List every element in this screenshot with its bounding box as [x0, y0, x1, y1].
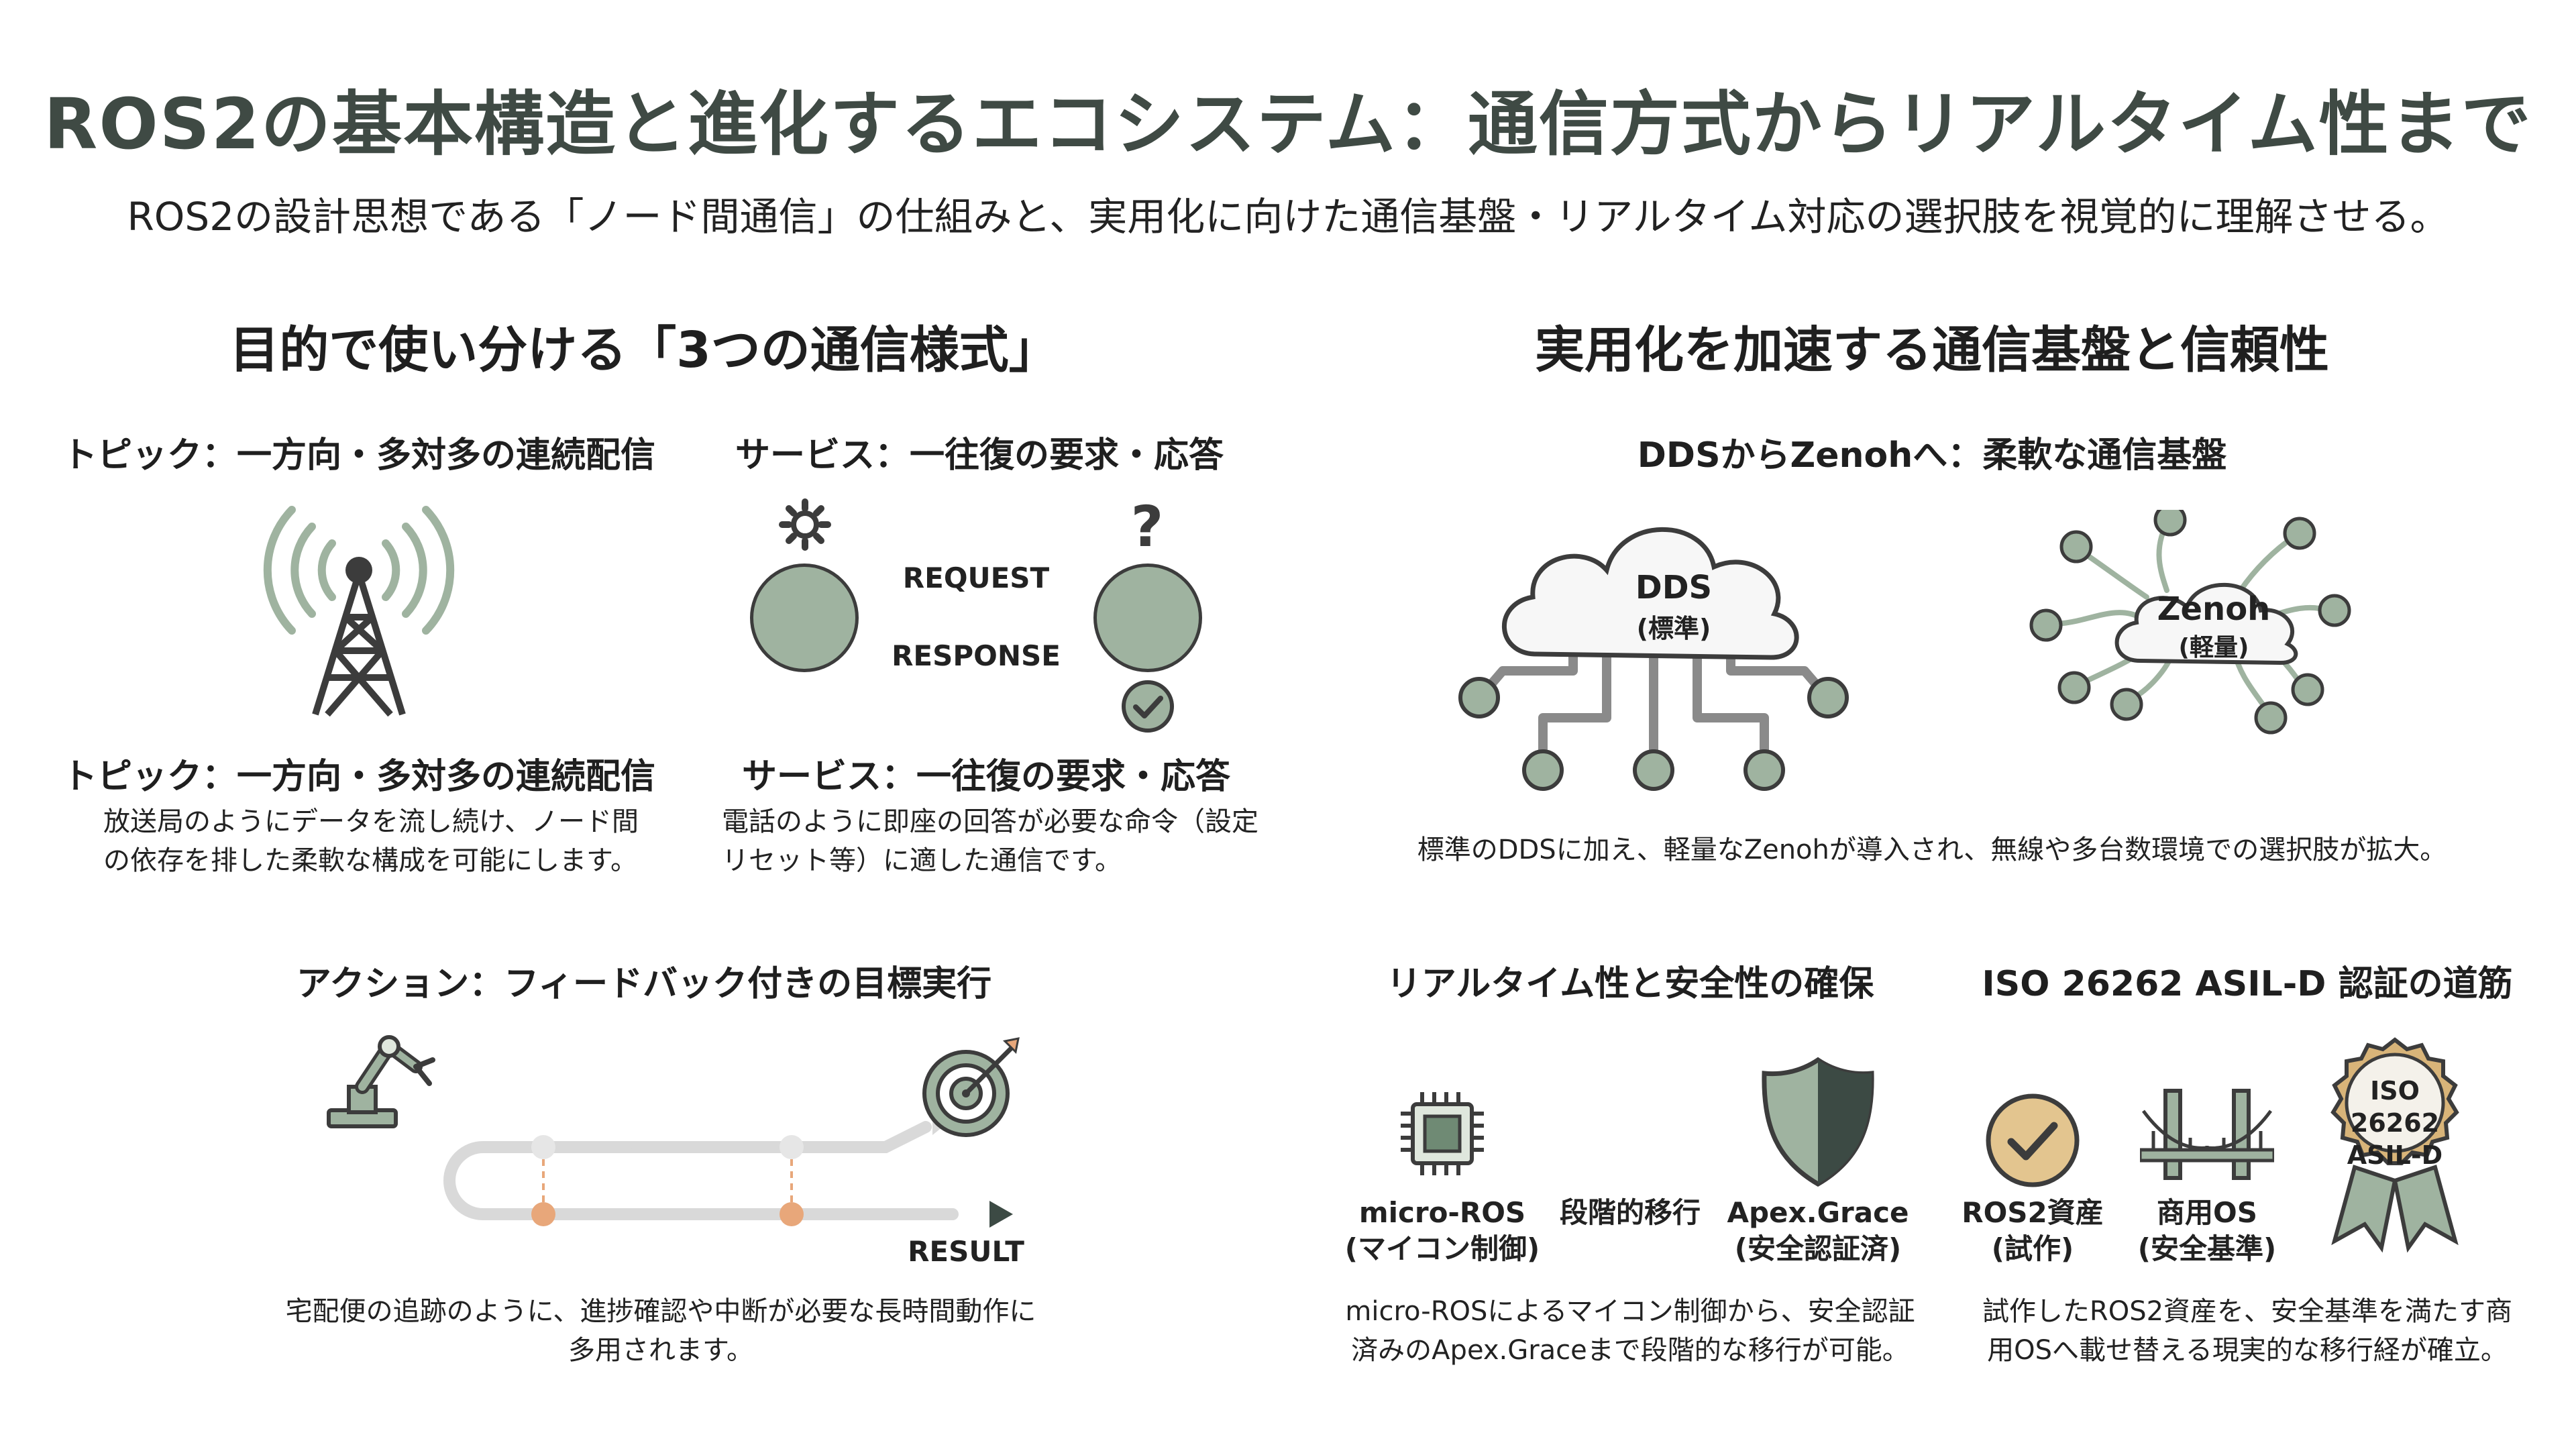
micro-ros-sub: (マイコン制御) — [1344, 1232, 1540, 1265]
antenna-tower-icon — [263, 506, 455, 717]
dds-section-title: DDSからZenohへ：柔軟な通信基盤 — [1637, 435, 2227, 476]
topic-desc-line1: 放送局のようにデータを流し続け、ノード間 — [103, 806, 639, 837]
service-desc-line1: 電話のように即座の回答が必要な命令（設定 — [722, 806, 1258, 837]
badge-line1: ISO — [2370, 1076, 2420, 1106]
micro-ros-label: micro-ROS — [1358, 1196, 1526, 1229]
question-mark-icon: ? — [1130, 494, 1164, 559]
microchip-icon — [1401, 1092, 1484, 1175]
topic-caption-title: トピック：一方向・多対多の連続配信 — [62, 757, 655, 797]
right-section-heading: 実用化を加速する通信基盤と信頼性 — [1535, 321, 2329, 379]
service-title: サービス：一往復の要求・応答 — [735, 435, 1224, 476]
badge-line3: ASIL-D — [2347, 1140, 2443, 1170]
zenoh-cloud-network — [2029, 510, 2351, 735]
action-title: アクション：フィードバック付きの目標実行 — [296, 964, 992, 1004]
shield-icon — [1762, 1057, 1874, 1187]
service-client-node — [750, 564, 859, 672]
ros2-asset-sub: (試作) — [1991, 1232, 2074, 1265]
commercial-os-sub: (安全基準) — [2137, 1232, 2277, 1265]
step-migration-label: 段階的移行 — [1559, 1196, 1701, 1229]
iso-title: ISO 26262 ASIL-D 認証の道筋 — [1982, 964, 2513, 1004]
dds-sub: (標準) — [1636, 614, 1711, 643]
zenoh-label: Zenoh — [2157, 590, 2271, 628]
page-title: ROS2の基本構造と進化するエコシステム：通信方式からリアルタイム性まで — [44, 83, 2532, 165]
target-icon — [922, 1037, 1020, 1137]
service-desc-line2: リセット等）に適した通信です。 — [722, 845, 1122, 876]
check-circle-icon — [1122, 680, 1174, 733]
badge-line2: 26262 — [2350, 1108, 2440, 1138]
iso-desc-line2: 用OSへ載せ替える現実的な移行経が確立。 — [1987, 1335, 2508, 1366]
action-desc-line2: 多用されます。 — [568, 1335, 753, 1366]
page-subtitle: ROS2の設計思想である「ノード間通信」の仕組みと、実用化に向けた通信基盤・リア… — [127, 194, 2449, 239]
gold-check-icon — [1986, 1093, 2080, 1187]
response-label: RESPONSE — [892, 639, 1061, 672]
robot-arm-icon — [327, 1035, 435, 1128]
dds-label: DDS — [1635, 569, 1713, 606]
request-label: REQUEST — [902, 561, 1050, 594]
dds-cloud-network — [1458, 527, 1849, 791]
iso-desc-line1: 試作したROS2資産を、安全基準を満たす商 — [1982, 1296, 2513, 1327]
bridge-icon — [2140, 1089, 2274, 1180]
realtime-title: リアルタイム性と安全性の確保 — [1386, 964, 1874, 1004]
zenoh-sub: (軽量) — [2178, 634, 2249, 661]
service-caption-title: サービス：一往復の要求・応答 — [741, 757, 1230, 797]
ros2-asset-label: ROS2資産 — [1962, 1196, 2104, 1229]
result-label: RESULT — [908, 1235, 1024, 1268]
certification-badge-icon — [2330, 1037, 2459, 1253]
service-server-node — [1093, 564, 1202, 672]
action-progress-path — [443, 1120, 1013, 1228]
apex-sub: (安全認証済) — [1734, 1232, 1902, 1265]
topic-desc-line2: の依存を排した柔軟な構成を可能にします。 — [103, 845, 637, 876]
realtime-desc-line1: micro-ROSによるマイコン制御から、安全認証 — [1345, 1296, 1915, 1327]
apex-label: Apex.Grace — [1727, 1196, 1909, 1229]
gear-icon — [779, 498, 831, 551]
dds-desc: 標準のDDSに加え、軽量なZenohが導入され、無線や多台数環境での選択肢が拡大… — [1417, 835, 2447, 865]
topic-title: トピック：一方向・多対多の連続配信 — [62, 435, 655, 476]
action-desc-line1: 宅配便の追跡のように、進捗確認や中断が必要な長時間動作に — [285, 1296, 1036, 1327]
commercial-os-label: 商用OS — [2157, 1196, 2257, 1229]
left-section-heading: 目的で使い分ける「3つの通信様式」 — [229, 321, 1059, 379]
realtime-desc-line2: 済みのApex.Graceまで段階的な移行が可能。 — [1351, 1335, 1909, 1366]
